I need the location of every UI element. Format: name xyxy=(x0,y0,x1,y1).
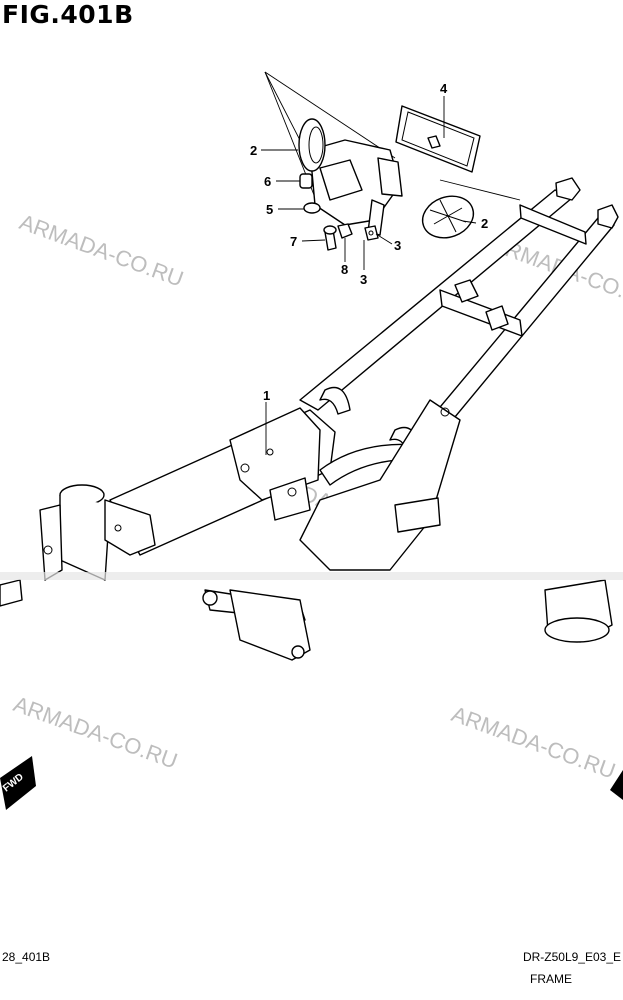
frame-clip xyxy=(319,386,351,415)
reflector-round-left xyxy=(298,118,326,172)
brace-tab xyxy=(454,279,479,303)
bracket-flange xyxy=(377,157,403,197)
callout-6: 6 xyxy=(264,174,271,189)
rail-end-cap xyxy=(555,177,581,201)
frame-gusset xyxy=(229,407,321,501)
frame-main xyxy=(0,177,623,661)
arrow-fragment-icon xyxy=(610,770,623,800)
washer xyxy=(303,202,321,214)
mount-hole xyxy=(114,524,122,532)
frame-cross-brace xyxy=(439,289,523,337)
guide-line xyxy=(264,71,306,151)
guide-line xyxy=(439,179,521,201)
leader-line xyxy=(462,220,477,224)
brace-tab xyxy=(485,305,509,331)
mount-hole xyxy=(287,487,297,497)
nut-hole xyxy=(368,230,374,236)
callout-3-lower: 3 xyxy=(360,272,367,287)
frame-cross-brace xyxy=(519,204,587,245)
pivot-hole xyxy=(291,645,305,659)
guide-line xyxy=(264,71,396,159)
footer-figure-code: 28_401B xyxy=(2,950,51,964)
leader-lines xyxy=(261,96,477,455)
callout-labels: 1 2 2 3 3 4 5 6 7 8 xyxy=(250,81,488,403)
frame-fragment xyxy=(0,579,23,607)
watermark-text: ARMADA-CO.RU xyxy=(448,701,619,783)
callout-4: 4 xyxy=(440,81,448,96)
rectangular-reflector xyxy=(395,105,481,173)
leader-line xyxy=(375,233,393,245)
nut xyxy=(364,225,379,241)
rail-end-cap xyxy=(597,204,619,229)
mount-hole xyxy=(43,545,53,555)
watermark-text: ARMADA-CO.RU xyxy=(10,691,181,773)
nut xyxy=(337,223,353,239)
collar xyxy=(299,173,313,189)
bolt-head xyxy=(323,225,337,235)
reflector-lens-left xyxy=(308,126,324,164)
watermark-text: ARMADA-CO.RU xyxy=(16,209,187,291)
footrest-ring xyxy=(544,617,610,643)
reflector-inner-rim xyxy=(401,111,475,167)
pivot-end xyxy=(202,590,218,606)
callout-2-left: 2 xyxy=(250,143,257,158)
mount-hole xyxy=(266,448,274,456)
bracket-window xyxy=(319,159,363,201)
reflector-stud xyxy=(427,135,441,149)
mount-hole xyxy=(440,407,450,417)
callout-2-right: 2 xyxy=(481,216,488,231)
fwd-direction-badge: FWD xyxy=(0,756,623,810)
callout-8: 8 xyxy=(341,262,348,277)
footer-section-name: FRAME xyxy=(530,972,572,986)
engine-mount-bracket xyxy=(269,477,311,521)
leader-line xyxy=(301,239,326,242)
reflector-lens-pattern xyxy=(429,199,467,233)
callout-3-upper: 3 xyxy=(394,238,401,253)
exploded-parts xyxy=(264,71,521,251)
callout-5: 5 xyxy=(266,202,273,217)
footer-model-code: DR-Z50L9_E03_E xyxy=(522,950,621,964)
callout-1: 1 xyxy=(263,388,270,403)
fwd-arrow-icon xyxy=(0,756,36,810)
head-stock-bracket xyxy=(104,499,156,556)
head-stock-tube xyxy=(59,495,111,581)
front-down-tube xyxy=(39,504,63,581)
mount-hole xyxy=(240,463,250,473)
scan-noise-band xyxy=(0,572,623,580)
engine-mount-plate xyxy=(394,497,441,533)
callout-7: 7 xyxy=(290,234,297,249)
figure-title: FIG.401B xyxy=(2,0,134,29)
